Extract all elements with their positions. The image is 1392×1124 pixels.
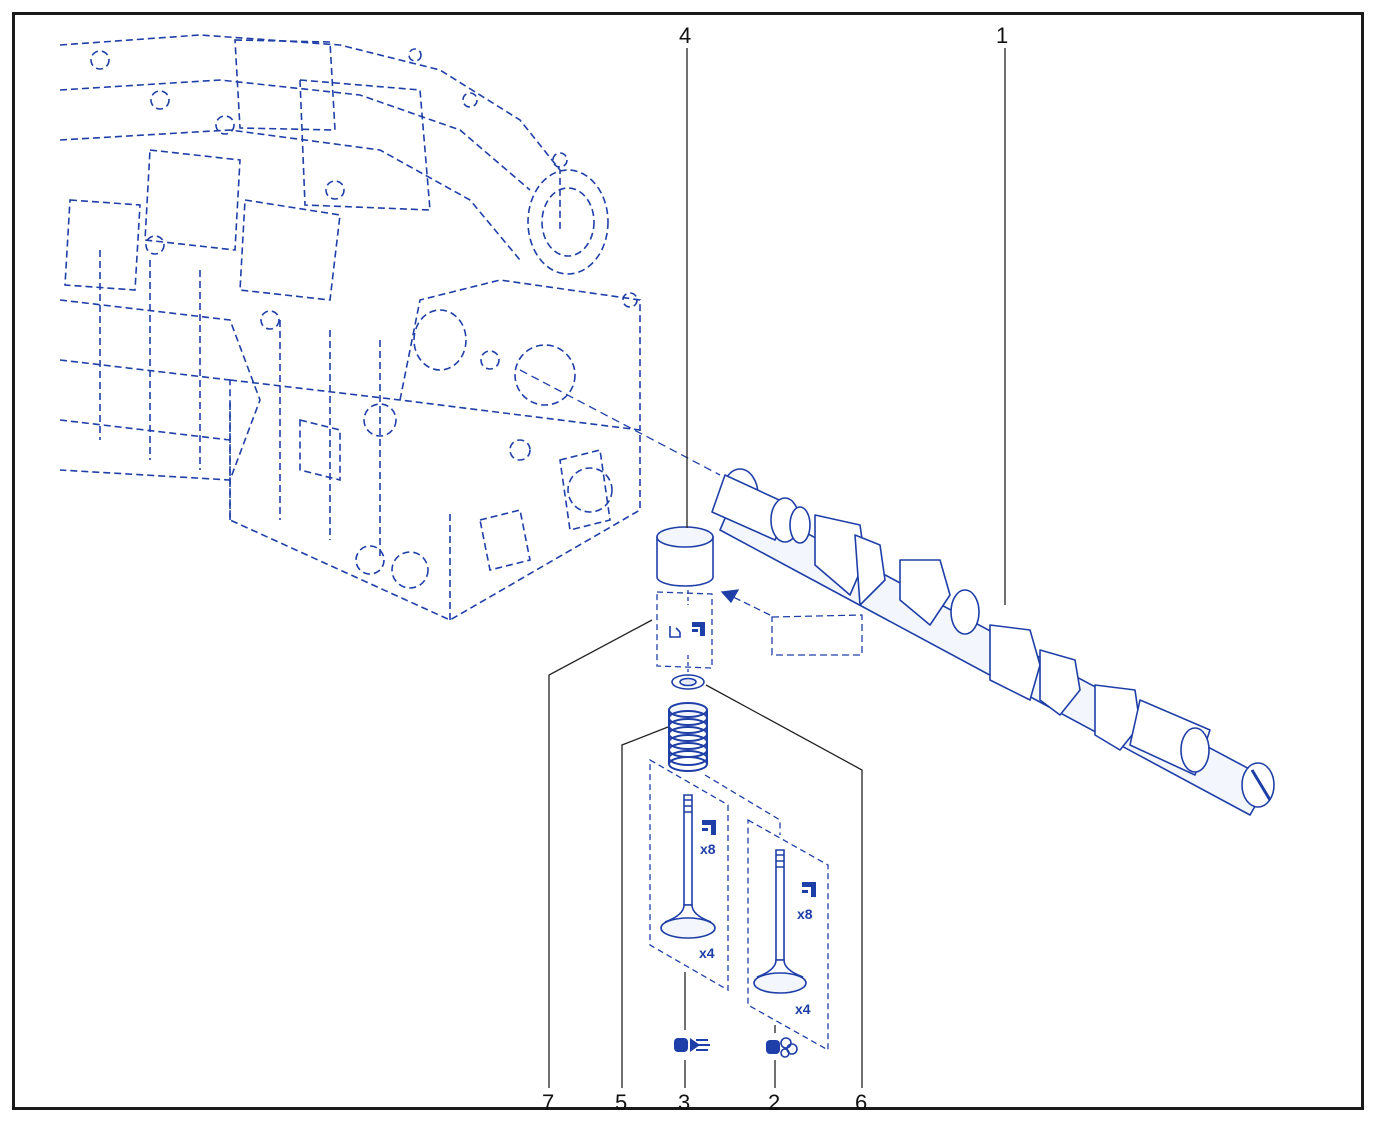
callout-6: 6 <box>855 1090 867 1115</box>
exhaust-valve[interactable] <box>753 849 807 994</box>
exhaust-keeper-qty: x8 <box>797 906 813 922</box>
stem-seal-icon <box>669 626 681 638</box>
tappet[interactable] <box>656 526 714 587</box>
exhaust-valve-qty: x4 <box>795 1001 811 1017</box>
callout-3: 3 <box>678 1090 690 1115</box>
exhaust-valve-box <box>747 818 829 1052</box>
intake-valve-box <box>649 758 729 992</box>
camshaft-axis-dashed <box>519 369 721 476</box>
camshaft[interactable] <box>711 468 1275 816</box>
tappet-bore-detail <box>720 589 863 656</box>
leader-7 <box>548 619 653 1088</box>
valve-spring[interactable] <box>668 702 708 772</box>
leader-6 <box>705 684 863 1088</box>
stem-seal-group-box[interactable] <box>656 590 713 672</box>
intake-keeper-qty: x8 <box>700 841 716 857</box>
engine-block-ghost <box>59 34 641 621</box>
spring-seat[interactable] <box>671 674 705 690</box>
callout-1: 1 <box>996 23 1008 48</box>
callout-5: 5 <box>615 1090 627 1115</box>
valve-group-connector <box>704 774 781 835</box>
intake-keeper-icon <box>702 820 716 835</box>
diagram-frame <box>12 12 1364 1110</box>
exhaust-keeper-icon <box>802 882 816 897</box>
intake-valve-symbol-icon <box>674 1038 710 1052</box>
leader-5 <box>621 726 669 1088</box>
intake-valve-qty: x4 <box>699 945 715 961</box>
callout-2: 2 <box>768 1090 780 1115</box>
callout-7: 7 <box>542 1090 554 1115</box>
leader-lines <box>548 48 1006 1088</box>
valve-keeper-icon <box>692 622 705 636</box>
exhaust-valve-symbol-icon <box>766 1037 798 1058</box>
intake-valve[interactable] <box>660 794 716 939</box>
callout-4: 4 <box>679 23 691 48</box>
